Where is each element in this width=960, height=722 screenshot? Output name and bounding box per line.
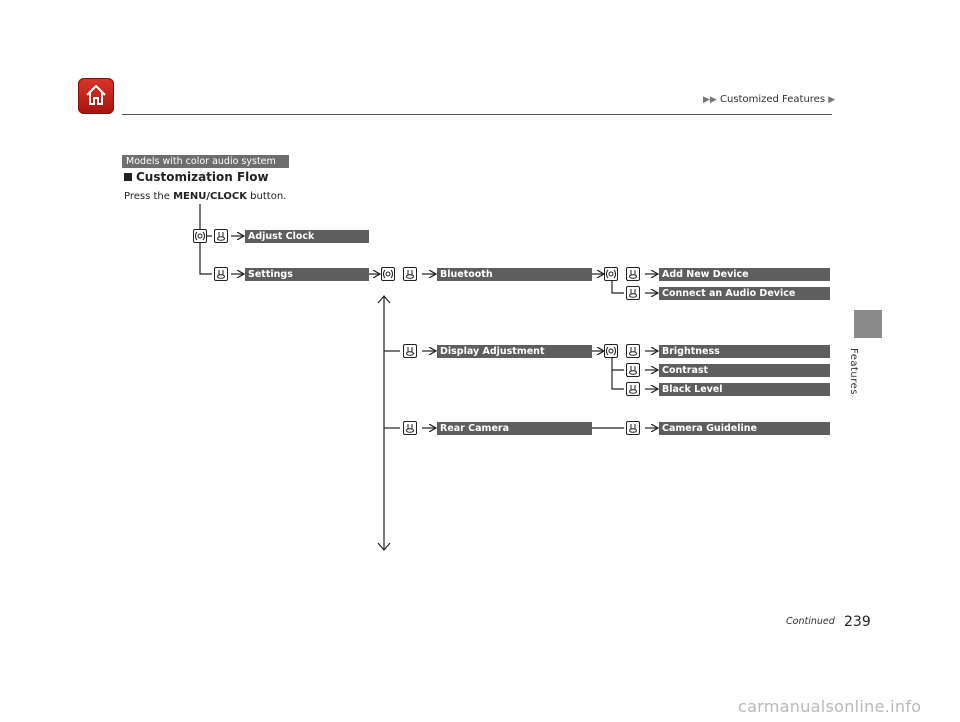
item-connect-audio-device[interactable]: Connect an Audio Device	[659, 287, 830, 300]
side-section-tab[interactable]	[854, 310, 882, 338]
item-camera-guideline[interactable]: Camera Guideline	[659, 422, 830, 435]
breadcrumb: ▶▶ Customized Features ▶	[703, 94, 835, 105]
item-brightness[interactable]: Brightness	[659, 345, 830, 358]
press-knob-icon	[214, 229, 228, 243]
item-black-level[interactable]: Black Level	[659, 383, 830, 396]
press-knob-icon	[626, 421, 640, 435]
press-knob-icon	[626, 344, 640, 358]
press-knob-icon	[626, 286, 640, 300]
item-bluetooth[interactable]: Bluetooth	[437, 268, 592, 281]
dial-knob-icon	[604, 344, 618, 358]
breadcrumb-arrow-icon: ▶▶	[703, 95, 717, 105]
item-contrast[interactable]: Contrast	[659, 364, 830, 377]
press-knob-icon	[403, 344, 417, 358]
trunk-line	[199, 204, 212, 275]
item-add-new-device[interactable]: Add New Device	[659, 268, 830, 281]
breadcrumb-arrow-icon: ▶	[828, 95, 836, 105]
instruction-suffix: button.	[250, 191, 287, 202]
dial-knob-icon	[381, 267, 395, 281]
press-knob-icon	[403, 267, 417, 281]
section-title: Customization Flow	[124, 170, 269, 184]
header-divider	[122, 114, 832, 115]
instruction-prefix: Press the	[124, 191, 170, 202]
connect-branch	[611, 281, 624, 294]
item-settings[interactable]: Settings	[245, 268, 369, 281]
section-title-text: Customization Flow	[136, 170, 269, 184]
press-knob-icon	[626, 267, 640, 281]
home-icon	[86, 84, 106, 105]
press-knob-icon	[626, 382, 640, 396]
press-knob-icon	[214, 267, 228, 281]
item-display-adjustment[interactable]: Display Adjustment	[437, 345, 592, 358]
breadcrumb-label[interactable]: Customized Features	[720, 94, 826, 105]
press-knob-icon	[403, 421, 417, 435]
dial-knob-icon	[604, 267, 618, 281]
home-button[interactable]	[78, 78, 114, 114]
press-knob-icon	[626, 363, 640, 377]
item-adjust-clock[interactable]: Adjust Clock	[245, 230, 369, 243]
model-tag: Models with color audio system	[122, 155, 289, 168]
item-rear-camera[interactable]: Rear Camera	[437, 422, 592, 435]
page-number: 239	[844, 614, 871, 630]
axis-up-arrowhead	[377, 295, 391, 304]
menu-clock-button-label: MENU/CLOCK	[173, 191, 247, 202]
instruction-text: Press the MENU/CLOCK button.	[124, 191, 286, 202]
bullet-square-icon	[124, 173, 132, 181]
display-sub-branch	[611, 358, 624, 390]
watermark: carmanualsonline.info	[738, 697, 922, 716]
axis-down-arrowhead	[377, 542, 391, 551]
continued-label: Continued	[786, 616, 835, 627]
dial-knob-icon	[193, 229, 207, 243]
side-section-label: Features	[848, 348, 859, 395]
